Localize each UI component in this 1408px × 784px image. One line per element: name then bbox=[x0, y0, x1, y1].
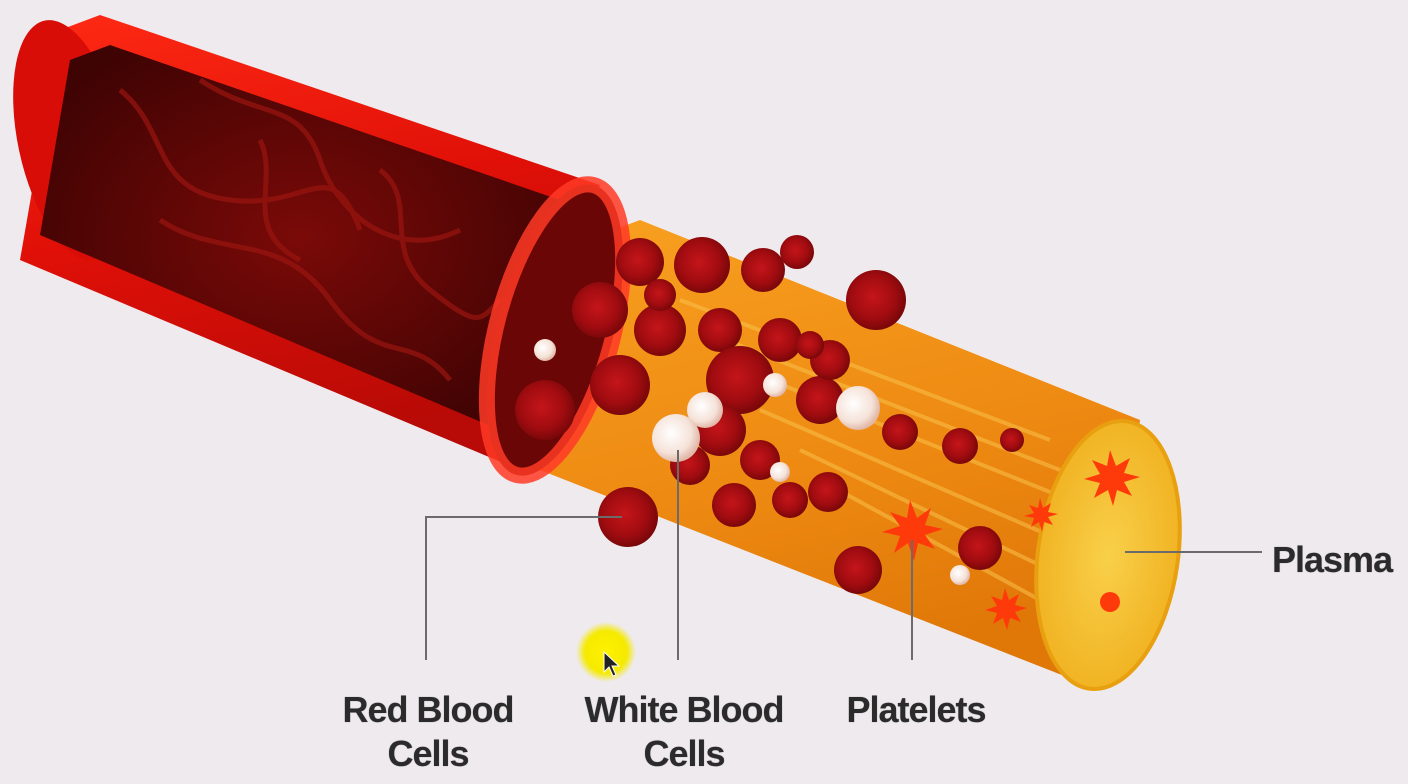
red-blood-cell bbox=[780, 235, 814, 269]
white-blood-cell bbox=[770, 462, 790, 482]
label-red-blood-cells: Red Blood Cells bbox=[328, 688, 528, 776]
red-blood-cell bbox=[808, 472, 848, 512]
white-blood-cell bbox=[950, 565, 970, 585]
label-white-blood-cells-line2: Cells bbox=[576, 732, 792, 776]
label-red-blood-cells-line1: Red Blood bbox=[328, 688, 528, 732]
label-white-blood-cells-line1: White Blood bbox=[576, 688, 792, 732]
red-blood-cell bbox=[572, 282, 628, 338]
red-blood-cell bbox=[796, 376, 844, 424]
white-blood-cell bbox=[763, 373, 787, 397]
red-blood-cell bbox=[741, 248, 785, 292]
red-blood-cell bbox=[590, 355, 650, 415]
red-blood-cell bbox=[846, 270, 906, 330]
white-blood-cell bbox=[534, 339, 556, 361]
red-blood-cell bbox=[515, 380, 575, 440]
red-blood-cell bbox=[834, 546, 882, 594]
label-platelets: Platelets bbox=[836, 688, 996, 732]
label-white-blood-cells: White Blood Cells bbox=[576, 688, 792, 776]
white-blood-cell bbox=[687, 392, 723, 428]
red-blood-cell bbox=[942, 428, 978, 464]
red-blood-cell bbox=[698, 308, 742, 352]
red-blood-cell bbox=[674, 237, 730, 293]
label-red-blood-cells-line2: Cells bbox=[328, 732, 528, 776]
red-blood-cell bbox=[772, 482, 808, 518]
red-blood-cell bbox=[712, 483, 756, 527]
red-blood-cell bbox=[758, 318, 802, 362]
red-blood-cell bbox=[796, 331, 824, 359]
red-blood-cell bbox=[634, 304, 686, 356]
red-blood-cell bbox=[616, 238, 664, 286]
label-plasma: Plasma bbox=[1272, 538, 1396, 582]
red-blood-cell bbox=[882, 414, 918, 450]
red-blood-cell bbox=[644, 279, 676, 311]
red-blood-cell bbox=[958, 526, 1002, 570]
mouse-pointer-icon bbox=[576, 622, 636, 682]
white-blood-cell bbox=[836, 386, 880, 430]
platelet bbox=[1100, 592, 1120, 612]
red-blood-cell bbox=[1000, 428, 1024, 452]
